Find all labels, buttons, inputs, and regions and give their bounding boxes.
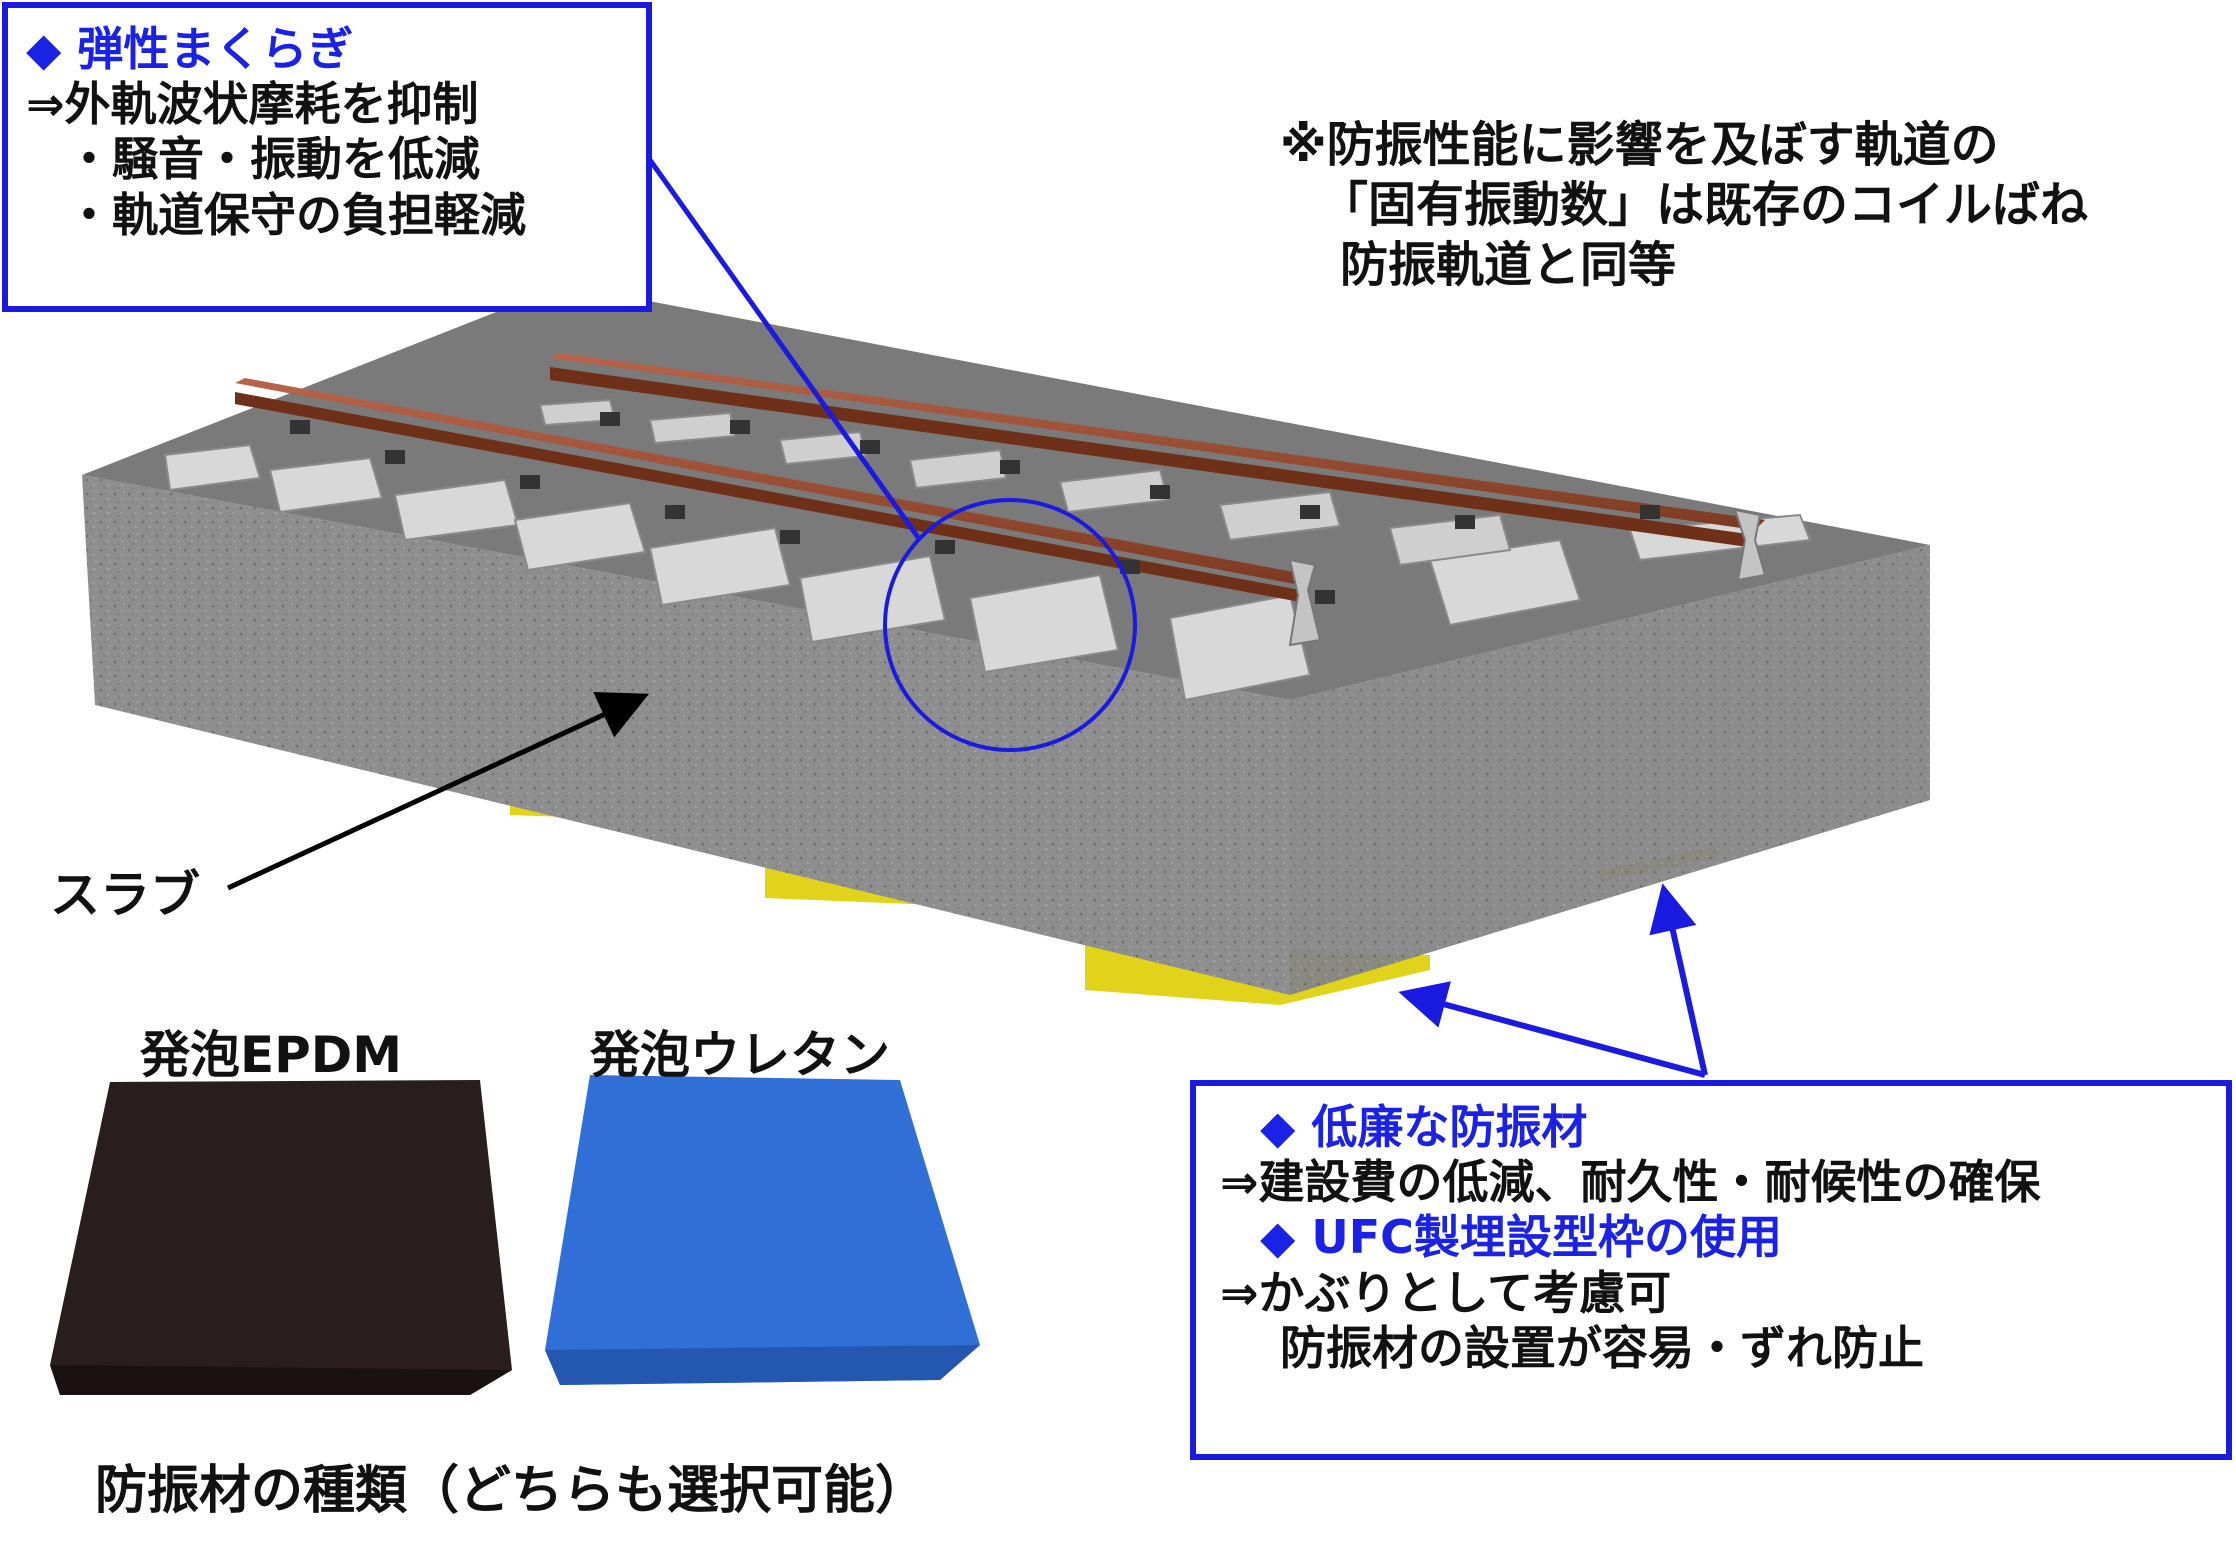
slab-label: スラブ xyxy=(50,866,200,924)
sleepers xyxy=(163,443,1812,702)
diamond-icon: ◆ xyxy=(1260,1100,1296,1154)
leader-line-sleeper xyxy=(647,158,923,542)
material-heading: ◆ 低廉な防振材 xyxy=(1260,1100,1588,1154)
sleeper-line-3: ・軌道保守の負担軽減 xyxy=(66,187,526,242)
sleeper-line-2: ・騒音・振動を低減 xyxy=(66,132,480,187)
natural-frequency-note: ※防振性能に影響を及ぼす軌道の 「固有振動数」は既存のコイルばね 防振軌道と同等 xyxy=(1280,117,2089,293)
ufc-line-2: 防振材の設置が容易・ずれ防止 xyxy=(1280,1320,1924,1375)
material-line-1: ⇒建設費の低減、耐久性・耐候性の確保 xyxy=(1220,1155,2041,1210)
sleeper-heading: ◆ 弾性まくらぎ xyxy=(26,22,354,76)
diamond-icon: ◆ xyxy=(26,22,62,76)
urethane-sample xyxy=(545,1075,980,1385)
sleeper-feature-box: ◆ 弾性まくらぎ ⇒外軌波状摩耗を抑制 ・騒音・振動を低減 ・軌道保守の負担軽減 xyxy=(2,2,652,312)
sleeper-line-1: ⇒外軌波状摩耗を抑制 xyxy=(26,77,479,132)
urethane-label: 発泡ウレタン xyxy=(590,1026,890,1084)
ufc-line-1: ⇒かぶりとして考慮可 xyxy=(1220,1265,1672,1320)
isolation-material-box: ◆ 低廉な防振材 ⇒建設費の低減、耐久性・耐候性の確保 ◆ UFC製埋設型枠の使… xyxy=(1190,1080,2232,1460)
pad-arrow-2 xyxy=(1649,883,1708,1076)
fasteners xyxy=(290,412,1660,604)
ufc-heading: ◆ UFC製埋設型枠の使用 xyxy=(1260,1210,1782,1265)
materials-caption: 防振材の種類（どちらも選択可能） xyxy=(95,1461,928,1521)
slab-right-face xyxy=(1290,545,1930,995)
sleeper-highlight-circle xyxy=(883,498,1137,752)
diamond-icon: ◆ xyxy=(1260,1210,1296,1265)
rails xyxy=(235,353,1767,647)
pad-arrow-1 xyxy=(1398,981,1706,1078)
epdm-label: 発泡EPDM xyxy=(140,1026,403,1084)
slab-arrow xyxy=(226,692,650,891)
slab-front-face xyxy=(82,475,1290,995)
epdm-sample xyxy=(50,1080,512,1395)
